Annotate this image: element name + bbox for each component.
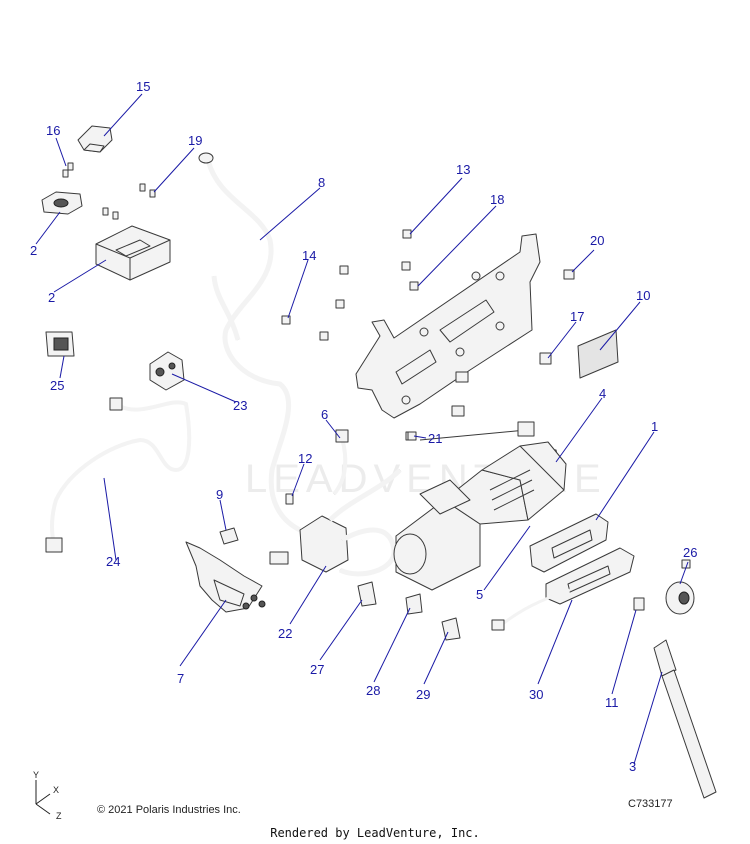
callout-13: 13 — [456, 162, 470, 177]
decal-part — [577, 329, 619, 379]
callout-4: 4 — [599, 386, 606, 401]
callout-3: 3 — [629, 759, 636, 774]
fairlead-part — [491, 547, 635, 631]
copyright-notice: © 2021 Polaris Industries Inc. — [97, 804, 241, 816]
cable-assembly-part — [198, 152, 302, 533]
leader-lines — [35, 93, 689, 765]
callout-10: 10 — [636, 288, 650, 303]
callout-16: 16 — [46, 123, 60, 138]
callout-21: 21 — [428, 431, 442, 446]
hook-strap-part — [653, 639, 717, 799]
callout-24: 24 — [106, 554, 120, 569]
callout-6: 6 — [321, 407, 328, 422]
flange-nuts-part — [451, 269, 575, 417]
switch-bezel-part — [41, 191, 83, 215]
axis-y-label: Y — [33, 770, 39, 780]
callout-27: 27 — [310, 662, 324, 677]
callout-19: 19 — [188, 133, 202, 148]
callout-30: 30 — [529, 687, 543, 702]
strap-clip-part — [357, 581, 377, 607]
callout-23: 23 — [233, 398, 247, 413]
callout-11: 11 — [605, 695, 619, 710]
bracket-screws-part — [102, 183, 156, 220]
callout-28: 28 — [366, 683, 380, 698]
callout-22: 22 — [278, 626, 292, 641]
axis-x-label: X — [53, 785, 59, 795]
hook-stopper-part — [665, 559, 695, 615]
callout-numbers: 1 2 2 3 4 5 6 7 8 9 10 11 12 13 14 15 16… — [30, 79, 697, 774]
grommet-part — [219, 527, 239, 545]
callout-25: 25 — [50, 378, 64, 393]
callout-20: 20 — [590, 233, 604, 248]
callout-29: 29 — [416, 687, 430, 702]
callout-9: 9 — [216, 487, 223, 502]
fairlead-plate-part — [529, 513, 609, 573]
solenoid-part — [185, 541, 266, 613]
connector-lead-part — [332, 429, 349, 496]
rendered-by-credit: Rendered by LeadVenture, Inc. — [270, 826, 480, 840]
switch-cover-part — [77, 125, 113, 153]
winch-control-block-part — [269, 468, 402, 577]
callout-2-bezel: 2 — [30, 243, 37, 258]
clamp-29-part — [441, 617, 461, 641]
axis-triad: Y X Z — [33, 770, 62, 821]
callout-12: 12 — [298, 451, 312, 466]
callout-1: 1 — [651, 419, 658, 434]
contactor-part — [149, 351, 185, 391]
wire-harness-part — [45, 397, 192, 553]
winch-assembly-part — [393, 421, 567, 591]
mounting-plate-part — [355, 233, 541, 419]
callout-18: 18 — [490, 192, 504, 207]
callout-15: 15 — [136, 79, 150, 94]
rocker-switch-part — [45, 331, 75, 357]
callout-8: 8 — [318, 175, 325, 190]
callout-2-module: 2 — [48, 290, 55, 305]
callout-17: 17 — [570, 309, 584, 324]
callout-14: 14 — [302, 248, 316, 263]
axis-z-label: Z — [56, 811, 62, 821]
cable-clip-part — [285, 493, 294, 505]
figure-id: C733177 — [628, 798, 673, 810]
bolt-11-part — [633, 597, 645, 611]
control-module-part — [95, 225, 171, 281]
callout-5: 5 — [476, 587, 483, 602]
small-screws-part — [62, 162, 74, 178]
callout-7: 7 — [177, 671, 184, 686]
callout-26: 26 — [683, 545, 697, 560]
